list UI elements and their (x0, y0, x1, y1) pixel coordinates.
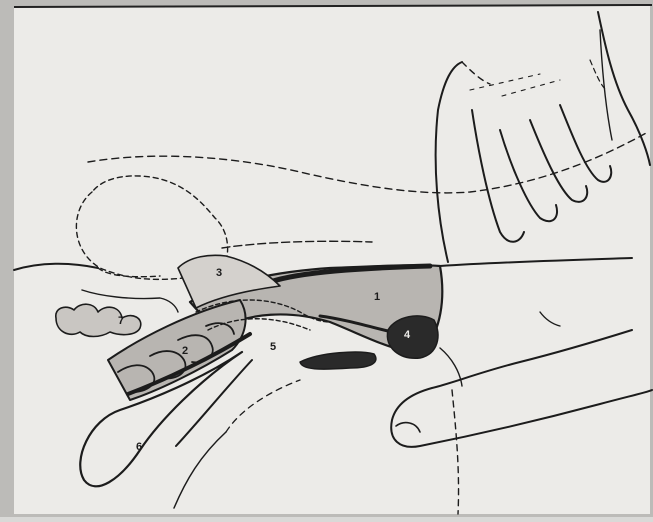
label-5: 5 (270, 341, 276, 353)
label-2: 2 (182, 345, 188, 357)
label-3: 3 (216, 267, 222, 279)
label-1: 1 (374, 291, 380, 303)
structure-4 (387, 316, 438, 358)
label-6: 6 (136, 441, 142, 453)
label-4: 4 (404, 329, 411, 341)
label-7: 7 (118, 315, 124, 327)
